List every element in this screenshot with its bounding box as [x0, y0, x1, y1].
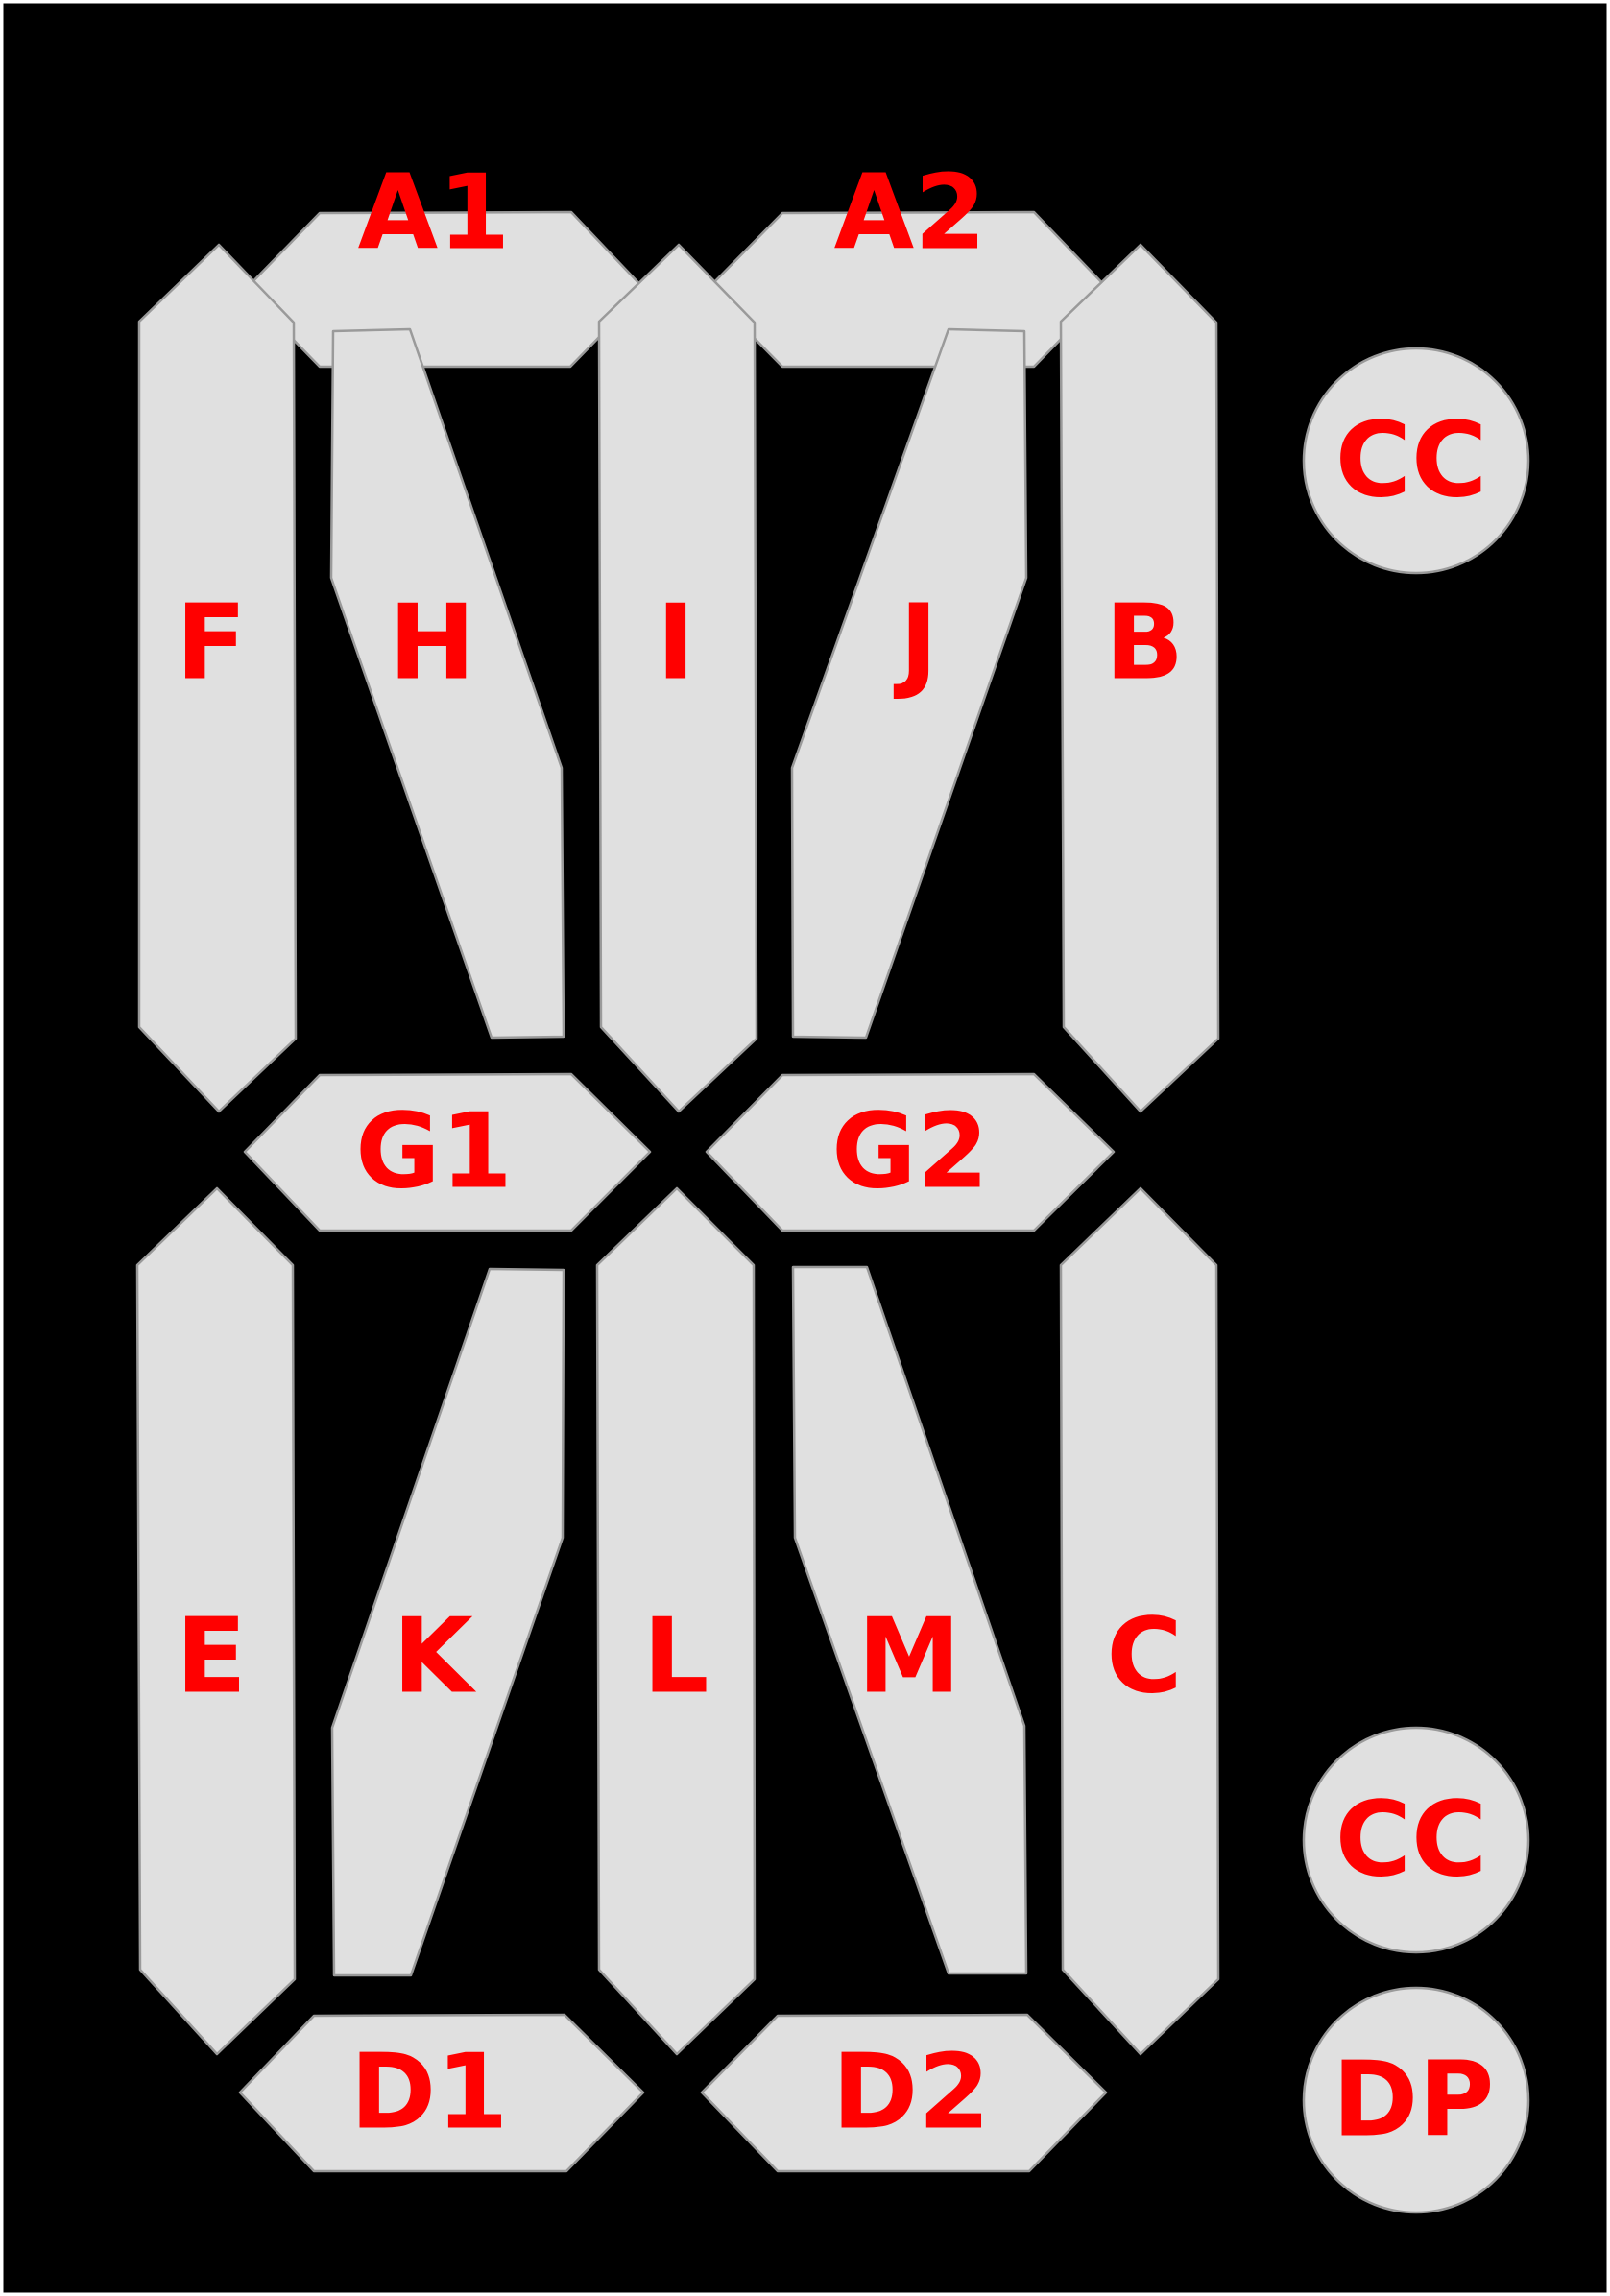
segment-j: J — [790, 327, 1028, 1040]
segment-m: M — [791, 1265, 1028, 1975]
segment-d1-label: D1 — [350, 2033, 509, 2153]
pad-cc-bottom: CC — [1302, 1726, 1530, 1954]
pad-cc-bottom-label: CC — [1335, 1781, 1488, 1901]
segment-g1-label: G1 — [355, 1092, 513, 1212]
pad-dp: DP — [1302, 1986, 1530, 2214]
segment-g2: G2 — [705, 1072, 1116, 1232]
segment-i-label: I — [657, 584, 695, 704]
segment-a2: A2 — [705, 154, 1111, 369]
segment-f: F — [137, 243, 298, 1113]
pad-cc-top-label: CC — [1335, 401, 1488, 521]
pad-dp-label: DP — [1333, 2041, 1495, 2161]
segment-a2-label: A2 — [834, 154, 987, 274]
segment-d2: D2 — [700, 2013, 1108, 2173]
segment-c-label: C — [1106, 1597, 1182, 1717]
segment-m-label: M — [857, 1597, 960, 1717]
segment-c: C — [1059, 1186, 1220, 2056]
segment-g1: G1 — [243, 1072, 652, 1232]
segment-l: L — [595, 1186, 757, 2056]
segment-b: B — [1059, 243, 1220, 1113]
segment-k-label: K — [393, 1597, 476, 1717]
segment-a1: A1 — [243, 154, 647, 369]
segment-i: I — [597, 243, 758, 1113]
segment-d1: D1 — [238, 2013, 645, 2173]
segment-d2-label: D2 — [832, 2033, 991, 2153]
segment-b-label: B — [1105, 584, 1184, 704]
pad-cc-top: CC — [1302, 347, 1530, 575]
segment-e: E — [135, 1186, 297, 2056]
segment-h-label: H — [389, 584, 475, 704]
segment-k: K — [330, 1267, 565, 1977]
segment-f-label: F — [176, 584, 247, 704]
segment-g2-label: G2 — [831, 1092, 989, 1212]
segment-l-label: L — [643, 1597, 709, 1717]
segment-e-label: E — [176, 1597, 247, 1717]
segment-a1-label: A1 — [358, 154, 511, 274]
segment-j-label: J — [893, 584, 938, 704]
segment-h: H — [329, 327, 565, 1040]
